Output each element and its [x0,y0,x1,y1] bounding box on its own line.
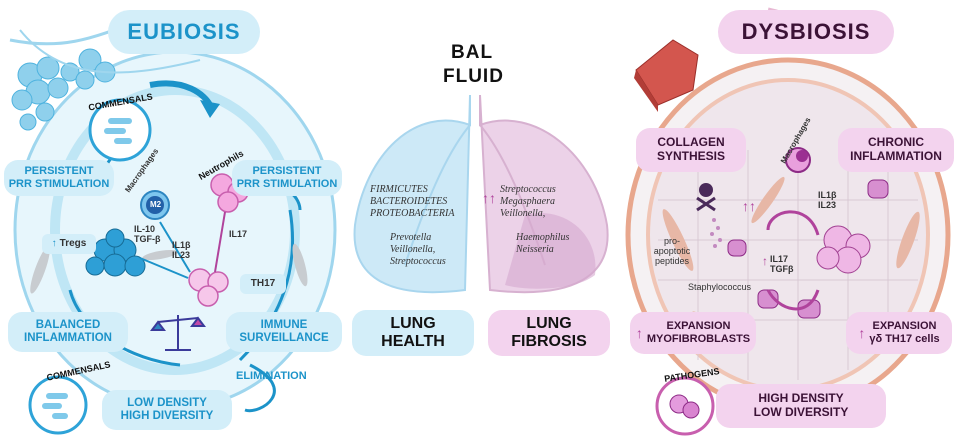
proapop-line1: pro- [647,236,697,246]
balanced-line2: INFLAMMATION [24,332,112,345]
m2-label: M2 [150,200,161,209]
health-phylum-2: BACTEROIDETES [370,196,454,208]
expansion-myofibroblasts: ↑ EXPANSION MYOFIBROBLASTS [630,312,756,354]
fibrosis-other-1: Haemophilus [516,232,569,244]
balanced-inflammation: BALANCED INFLAMMATION [8,312,128,352]
eubiosis-density: LOW DENSITY HIGH DIVERSITY [102,390,232,430]
eubiosis-title-text: EUBIOSIS [127,19,240,44]
prr-stimulation-left: PERSISTENT PRR STIMULATION [4,160,114,196]
dys-il23-label: IL23 [818,200,836,210]
myo-text: EXPANSION MYOFIBROBLASTS [647,320,750,345]
dys-il1b-label: IL1β [818,190,837,200]
immune-line2: SURVEILLANCE [239,332,328,345]
fibrosis-up-1: Streptococcus [500,184,556,196]
immune-surveillance: IMMUNE SURVEILLANCE [226,312,342,352]
commensals-bottom-icon [28,375,88,435]
dys-density-line2: LOW DIVERSITY [754,406,849,420]
prr-right-line2: PRR STIMULATION [237,178,338,191]
collagen-line1: COLLAGEN [657,136,724,150]
health-phylum-3: PROTEOBACTERIA [370,208,454,220]
health-genera: Prevotella Veillonella, Streptococcus [390,232,446,268]
fibrosis-up-2: Megasphaera [500,196,556,208]
dysbiosis-density: HIGH DENSITY LOW DIVERSITY [716,384,886,428]
chronic-inflammation: CHRONIC INFLAMMATION [838,128,954,172]
dysbiosis-background [618,0,956,437]
th17-box: TH17 [240,274,286,294]
lung-health-box: LUNG HEALTH [352,310,474,356]
myo-line2: MYOFIBROBLASTS [647,333,750,346]
bal-title-line2: FLUID [443,66,504,88]
th17-text: EXPANSION γδ TH17 cells [869,320,939,345]
chronic-line2: INFLAMMATION [850,150,942,164]
prr-left-line2: PRR STIMULATION [9,178,110,191]
dys-il17-label: IL17 [770,254,788,264]
dysbiosis-title: DYSBIOSIS [718,10,894,54]
il10-label: IL-10 [134,224,155,234]
health-genus-2: Veillonella, [390,244,446,256]
lung-fibrosis-line1: LUNG [526,315,571,333]
health-genus-1: Prevotella [390,232,446,244]
myo-up-arrow-icon: ↑ [636,325,643,341]
lung-fibrosis-line2: FIBROSIS [511,333,587,351]
eubiosis-title: EUBIOSIS [108,10,260,54]
dys-tgfb-label: TGFβ [770,264,794,274]
prr-left-line1: PERSISTENT [24,165,93,178]
immune-line1: IMMUNE [261,319,308,332]
health-phyla: FIRMICUTES BACTEROIDETES PROTEOBACTERIA [370,184,454,220]
fibrosis-up-3: Veillonella, [500,208,556,220]
il1b-label: IL1β [172,240,191,250]
tregs-label: Tregs [60,238,87,250]
proapoptotic-label: pro- apoptotic peptides [647,236,697,266]
elimination-label: ELIMINATION [236,370,307,382]
eu-density-line2: HIGH DIVERSITY [121,410,214,423]
dys-density-line1: HIGH DENSITY [758,392,843,406]
lung-health-line2: HEALTH [381,333,445,351]
prr-right-line1: PERSISTENT [252,165,321,178]
prr-stimulation-right: PERSISTENT PRR STIMULATION [232,160,342,196]
collagen-line2: SYNTHESIS [657,150,725,164]
up-arrow-icon: ↑ [52,238,57,250]
fibrosis-up-genera: Streptococcus Megasphaera Veillonella, [500,184,556,220]
pathogens-icon [655,376,715,436]
proapop-line3: peptides [647,256,697,266]
fibrosis-up-arrows-icon: ↑↑ [482,190,496,206]
tgfb-label: TGF-β [134,234,161,244]
dysbiosis-title-text: DYSBIOSIS [742,19,871,44]
collagen-synthesis: COLLAGEN SYNTHESIS [636,128,746,172]
lung-fibrosis-box: LUNG FIBROSIS [488,310,610,356]
th17exp-line2: γδ TH17 cells [869,333,939,346]
tregs-box: ↑ Tregs [42,234,96,254]
dys-il17-arrow-icon: ↑ [762,254,768,268]
health-phylum-1: FIRMICUTES [370,184,454,196]
staphylococcus-label: Staphylococcus [688,282,751,292]
th17-up-arrow-icon: ↑ [858,325,865,341]
health-genus-3: Streptococcus [390,256,446,268]
fibrosis-other-2: Neisseria [516,244,569,256]
eu-density-line1: LOW DENSITY [127,397,207,410]
proapop-line2: apoptotic [647,246,697,256]
fibrosis-other-genera: Haemophilus Neisseria [516,232,569,256]
il23-label: IL23 [172,250,190,260]
collagen-up-arrows-icon: ↑↑ [742,198,756,214]
th17exp-line1: EXPANSION [869,320,939,333]
myo-line1: EXPANSION [647,320,750,333]
bal-title-line1: BAL [451,42,493,64]
balanced-line1: BALANCED [36,319,101,332]
th17-label: TH17 [251,278,275,290]
chronic-line1: CHRONIC [868,136,924,150]
expansion-th17: ↑ EXPANSION γδ TH17 cells [846,312,952,354]
lung-health-line1: LUNG [390,315,435,333]
il17-label: IL17 [229,229,247,239]
